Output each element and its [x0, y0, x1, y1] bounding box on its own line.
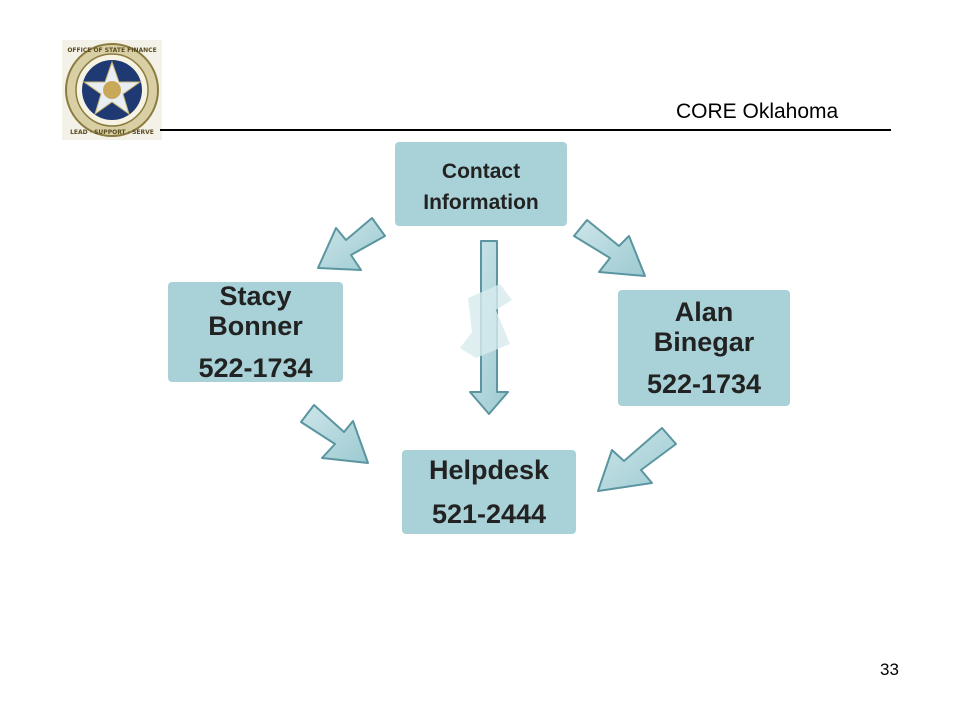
arrow-stacy-to-helpdesk [300, 404, 369, 464]
svg-text:LEAD · SUPPORT · SERVE: LEAD · SUPPORT · SERVE [70, 129, 154, 136]
stacy-phone: 522-1734 [198, 353, 313, 383]
node-stacy-bonner: Stacy Bonner 522-1734 [168, 281, 343, 383]
stacy-name-line2: Bonner [208, 311, 303, 341]
state-finance-seal-icon: OFFICE OF STATE FINANCE LEAD · SUPPORT ·… [62, 40, 162, 140]
node-alan-binegar: Alan Binegar 522-1734 [618, 290, 790, 406]
header-divider [160, 129, 891, 131]
header-title: CORE Oklahoma [676, 100, 839, 123]
arrow-contact-to-stacy [317, 217, 386, 271]
alan-phone: 522-1734 [646, 369, 762, 399]
page-number: 33 [880, 660, 899, 679]
svg-text:OFFICE OF STATE FINANCE: OFFICE OF STATE FINANCE [67, 47, 156, 54]
arrow-alan-to-helpdesk [597, 427, 677, 492]
alan-name-line1: Alan [674, 297, 734, 327]
arrow-contact-to-alan [573, 219, 646, 277]
contact-line1: Contact [441, 160, 521, 183]
stacy-name-line1: Stacy [219, 281, 292, 311]
node-helpdesk: Helpdesk 521-2444 [402, 450, 576, 534]
helpdesk-name: Helpdesk [428, 455, 550, 485]
cycle-watermark [460, 284, 512, 358]
contact-line2: Information [423, 191, 539, 214]
alan-name-line2: Binegar [653, 327, 755, 357]
node-contact-information: Contact Information [395, 142, 567, 226]
helpdesk-phone: 521-2444 [431, 499, 547, 529]
